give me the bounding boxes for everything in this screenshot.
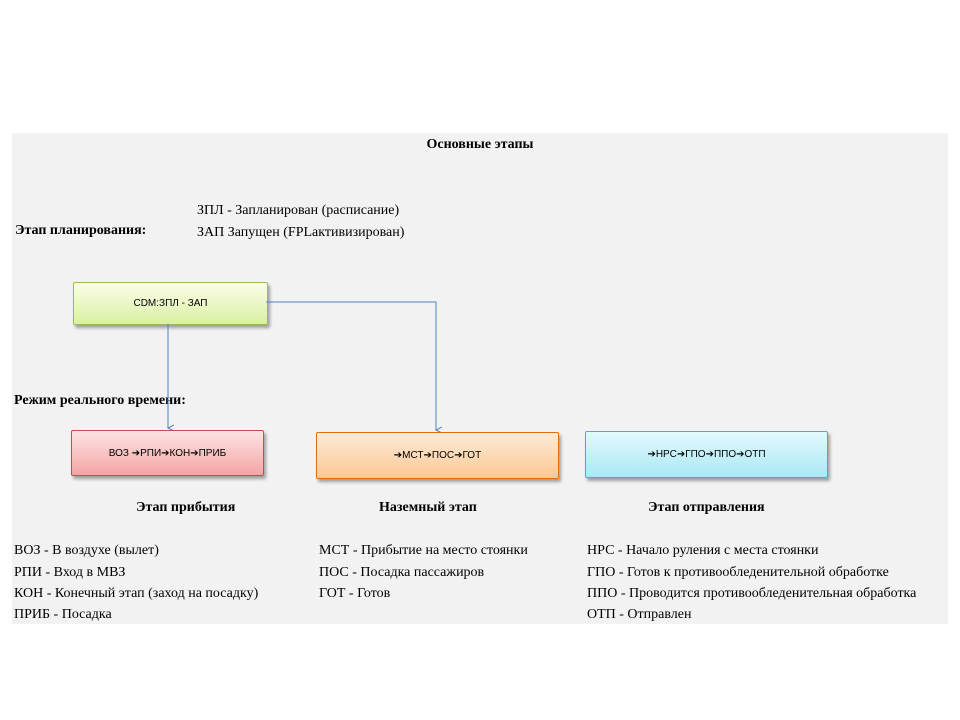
planning-status-zpl: ЗПЛ - Запланирован (расписание) (197, 203, 400, 218)
departure-stage-title: Этап отправления (648, 500, 765, 515)
cdm-planning-box: CDM:ЗПЛ - ЗАП (73, 282, 268, 325)
connector-to-ground (266, 301, 436, 430)
ground-sequence-label: ➔МСТ➔ПОС➔ГОТ (393, 450, 482, 461)
arrival-status-rpi: РПИ - Вход в МВЗ (14, 565, 126, 580)
departure-status-nrs: НРС - Начало руления с места стоянки (587, 543, 819, 558)
departure-sequence-label: ➔НРС➔ГПО➔ППО➔ОТП (647, 449, 766, 460)
realtime-mode-label: Режим реального времени: (14, 393, 186, 408)
departure-status-otp: ОТП - Отправлен (587, 607, 692, 622)
arrival-stage-title: Этап прибытия (136, 500, 236, 515)
arrival-status-voz: ВОЗ - В воздухе (вылет) (14, 543, 159, 558)
departure-status-ppo: ППО - Проводится противообледенительная … (587, 586, 917, 601)
ground-stage-title: Наземный этап (379, 500, 477, 515)
arrival-status-kon: КОН - Конечный этап (заход на посадку) (14, 586, 259, 601)
ground-status-pos: ПОС - Посадка пассажиров (319, 565, 485, 580)
page-title: Основные этапы (426, 137, 534, 152)
departure-sequence-box: ➔НРС➔ГПО➔ППО➔ОТП (585, 431, 828, 478)
ground-status-got: ГОТ - Готов (319, 586, 391, 601)
ground-sequence-box: ➔МСТ➔ПОС➔ГОТ (316, 432, 559, 479)
arrival-sequence-label: ВОЗ ➔РПИ➔КОН➔ПРИБ (108, 447, 227, 459)
departure-status-gpo: ГПО - Готов к противообледенительной обр… (587, 565, 889, 580)
arrival-status-prib: ПРИБ - Посадка (14, 607, 112, 622)
ground-status-mst: МСТ - Прибытие на место стоянки (319, 543, 528, 558)
arrival-sequence-box: ВОЗ ➔РПИ➔КОН➔ПРИБ (71, 430, 264, 476)
planning-status-zap: ЗАП Запущен (FPLактивизирован) (197, 225, 405, 240)
cdm-planning-box-label: CDM:ЗПЛ - ЗАП (133, 298, 208, 309)
planning-stage-label: Этап планирования: (15, 223, 147, 238)
